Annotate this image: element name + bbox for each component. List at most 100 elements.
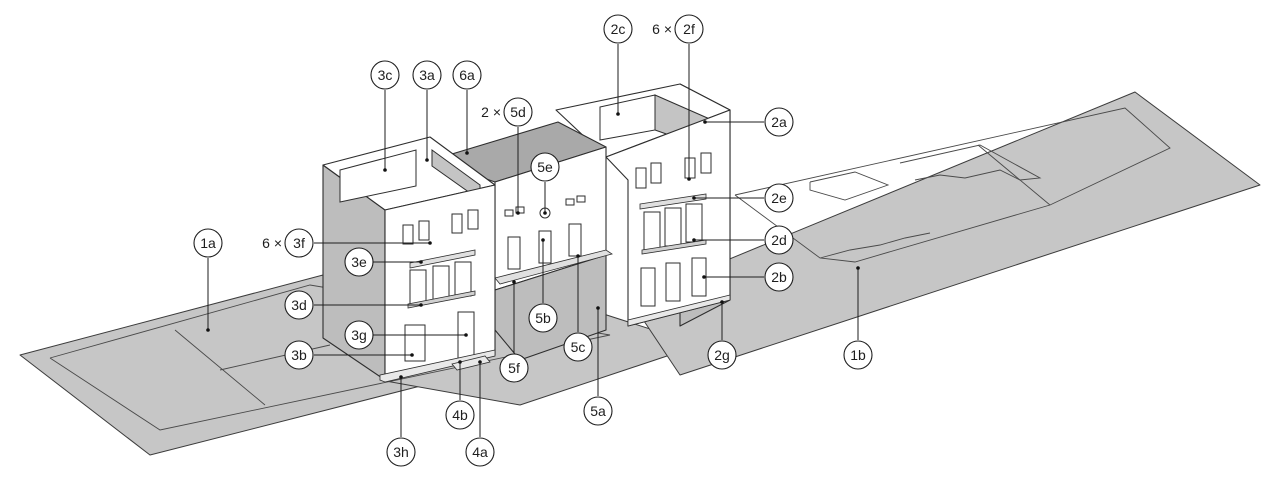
callout-5b: 5b — [528, 238, 558, 333]
callout-2g: 2g — [707, 300, 737, 370]
callout-1b: 1b — [843, 266, 873, 370]
building-3-window-upper-4 — [467, 209, 479, 230]
callout-2f-bubble — [674, 14, 704, 44]
callout-5e-label: 5e — [537, 159, 553, 175]
building-2-window-ground-2 — [665, 262, 681, 302]
callout-3c: 3c — [370, 60, 400, 172]
callout-4b: 4b — [445, 360, 475, 430]
building-3-window-ground — [404, 324, 426, 362]
callout-5d-bubble — [503, 97, 533, 127]
callout-3b: 3b — [284, 340, 414, 370]
callout-3h-target-dot — [399, 375, 403, 379]
callout-2a-target-dot — [703, 120, 707, 124]
callout-3a-bubble — [412, 60, 442, 90]
callout-2b-target-dot — [702, 275, 706, 279]
callout-1a: 1a — [193, 228, 223, 332]
callout-3b-target-dot — [410, 353, 414, 357]
callout-3h: 3h — [386, 375, 416, 467]
building-3-roof-opening — [339, 149, 417, 203]
callout-3a: 3a — [412, 60, 442, 162]
callout-3f-label: 3f — [293, 235, 305, 251]
callout-1b-label: 1b — [850, 347, 866, 363]
callout-3a-label: 3a — [419, 67, 435, 83]
callout-4a-target-dot — [478, 360, 482, 364]
callout-3h-label: 3h — [393, 444, 409, 460]
callout-6a: 6a — [452, 60, 482, 155]
callout-3f: 3f 6 × — [262, 228, 432, 258]
callout-2e-target-dot — [692, 196, 696, 200]
building-2-window-upper-4 — [700, 152, 712, 174]
callout-1a-label: 1a — [200, 235, 216, 251]
building-2-window-first-1 — [643, 211, 661, 251]
building-2-sill-band — [641, 239, 707, 255]
right-plot-divider-1 — [977, 144, 1051, 206]
callout-5c-bubble — [563, 332, 593, 362]
callout-3e: 3e — [344, 247, 423, 277]
callout-3d: 3d — [284, 290, 423, 320]
callout-2c-bubble — [603, 14, 633, 44]
callout-3b-label: 3b — [291, 347, 307, 363]
callout-2b: 2b — [702, 262, 794, 292]
callout-3d-bubble — [284, 290, 314, 320]
right-plot-steps — [899, 144, 1042, 181]
building-2-window-ground-1 — [640, 267, 656, 307]
callout-4b-target-dot — [458, 360, 462, 364]
callout-2b-label: 2b — [771, 269, 787, 285]
building-2-window-upper-1 — [635, 167, 647, 189]
callout-3a-target-dot — [425, 158, 429, 162]
callout-4a-bubble — [465, 437, 495, 467]
callout-2g-bubble — [707, 340, 737, 370]
callout-3g-bubble — [344, 320, 374, 350]
callout-4b-bubble — [445, 400, 475, 430]
callout-1b-bubble — [843, 340, 873, 370]
building-5 — [431, 121, 613, 361]
callout-2g-target-dot — [720, 300, 724, 304]
building-2 — [555, 83, 731, 327]
callout-3g: 3g — [344, 320, 468, 350]
callout-2e-bubble — [764, 183, 794, 213]
callout-5a-target-dot — [596, 306, 600, 310]
building-2-plinth — [627, 294, 731, 327]
callout-5f-target-dot — [512, 280, 516, 284]
callout-4a: 4a — [465, 360, 495, 467]
callout-2f-label: 2f — [683, 21, 695, 37]
callout-3g-label: 3g — [351, 327, 367, 343]
callout-4a-label: 4a — [472, 444, 488, 460]
callout-2g-label: 2g — [714, 347, 730, 363]
callout-4b-label: 4b — [452, 407, 468, 423]
building-3-window-upper-2 — [418, 220, 430, 241]
callout-2c-label: 2c — [611, 21, 626, 37]
callout-5e-target-dot — [543, 211, 547, 215]
right-plot-ground — [629, 91, 1261, 376]
callout-5c-label: 5c — [571, 339, 586, 355]
callout-2d-label: 2d — [771, 232, 787, 248]
callout-6a-target-dot — [465, 151, 469, 155]
callout-5c-target-dot — [576, 254, 580, 258]
callout-2c: 2c — [603, 14, 633, 116]
callout-5b-bubble — [528, 303, 558, 333]
callout-5b-label: 5b — [535, 310, 551, 326]
callout-6a-label: 6a — [459, 67, 475, 83]
callout-3h-bubble — [386, 437, 416, 467]
callout-5f-label: 5f — [508, 360, 520, 376]
callout-2f-target-dot — [687, 177, 691, 181]
callout-5a-bubble — [583, 396, 613, 426]
callout-5d-target-dot — [516, 211, 520, 215]
callout-2b-bubble — [764, 262, 794, 292]
callout-2f-multiplier: 6 × — [652, 21, 672, 37]
building-3 — [322, 136, 496, 383]
building-3-cornice — [409, 249, 476, 269]
callout-1a-bubble — [193, 228, 223, 258]
building-5-shopfront-fascia — [494, 249, 613, 285]
callout-3c-bubble — [370, 60, 400, 90]
callout-3e-label: 3e — [351, 254, 367, 270]
callout-2f: 2f 6 × — [652, 14, 704, 181]
left-plot-divider-1 — [174, 329, 266, 406]
building-5-attic-window-1 — [504, 209, 514, 217]
building-3-window-first-2 — [432, 265, 450, 301]
building-5-window-2 — [538, 230, 552, 264]
building-3-plinth — [379, 349, 496, 383]
callout-3e-bubble — [344, 247, 374, 277]
callout-5a: 5a — [583, 306, 613, 426]
